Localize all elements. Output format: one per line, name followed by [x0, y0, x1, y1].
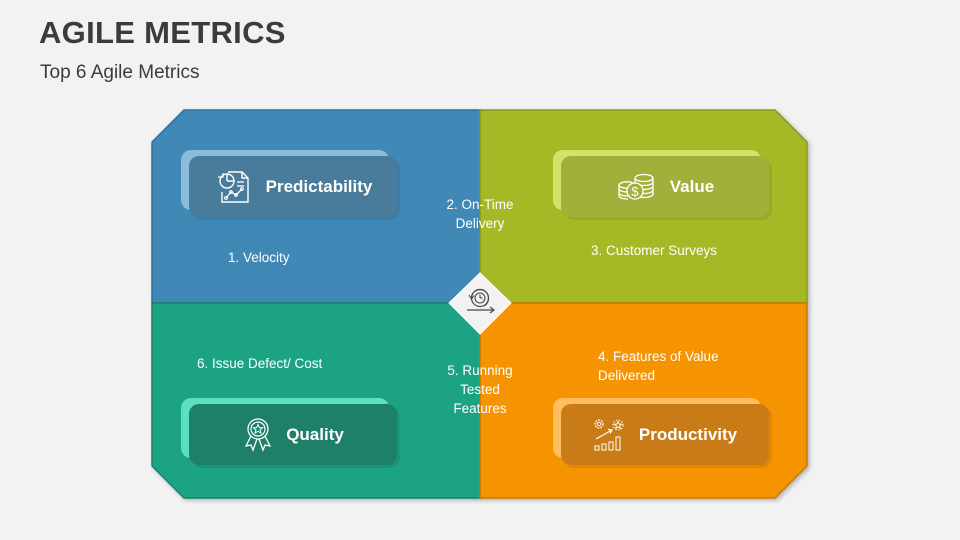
value-title: Value	[669, 176, 715, 196]
page-subtitle: Top 6 Agile Metrics	[40, 62, 200, 83]
metric-velocity: 1. Velocity	[228, 250, 290, 265]
page-title: AGILE METRICS	[39, 15, 286, 50]
metric-features-of-value-line1: 4. Features of Value	[598, 349, 719, 364]
agile-cycle-icon	[448, 272, 512, 335]
productivity-card: Productivity	[553, 398, 769, 465]
quality-title: Quality	[286, 424, 344, 444]
predictability-card: Predictability	[181, 150, 397, 217]
metric-features-of-value-line2: Delivered	[598, 368, 656, 383]
metric-issue-defect-cost: 6. Issue Defect/ Cost	[197, 356, 323, 371]
metric-on-time-delivery: 2. On-Time Delivery	[430, 195, 530, 233]
metric-on-time-delivery-line1: 2. On-Time	[446, 197, 514, 212]
svg-text:$: $	[631, 184, 639, 199]
award-ribbon-icon	[245, 417, 272, 452]
coins-dollar-icon: $	[618, 173, 654, 200]
report-chart-icon	[217, 170, 249, 203]
value-card: $ Value	[553, 150, 769, 217]
predictability-title: Predictability	[265, 176, 373, 196]
metric-running-tested-features: 5. Running Tested Features	[430, 361, 530, 418]
metric-running-tested-features-line1: 5. Running	[447, 363, 513, 378]
metric-on-time-delivery-line2: Delivery	[455, 216, 505, 231]
quality-card: Quality	[181, 398, 397, 465]
metric-features-of-value: 4. Features of Value Delivered	[598, 347, 719, 385]
metric-running-tested-features-line3: Features	[453, 401, 507, 416]
growth-gears-icon	[594, 418, 624, 450]
metric-running-tested-features-line2: Tested	[460, 382, 500, 397]
productivity-title: Productivity	[638, 424, 738, 444]
metric-customer-surveys: 3. Customer Surveys	[591, 243, 718, 258]
